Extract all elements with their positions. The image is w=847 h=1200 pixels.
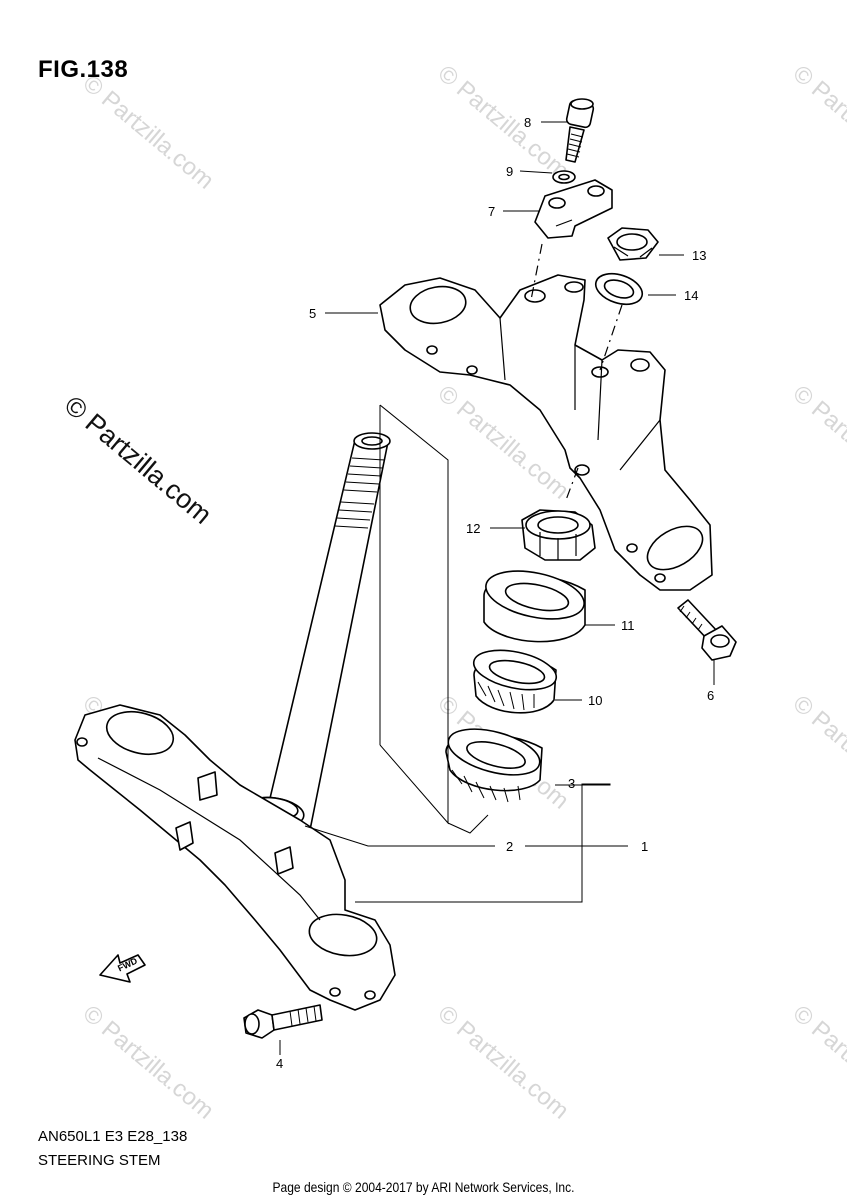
lower-bracket-part-1[interactable]: [74, 704, 396, 1011]
fwd-arrow-icon: FWD: [99, 954, 146, 983]
handlebar-holder-part-7[interactable]: [534, 179, 613, 239]
upper-bracket-part-5[interactable]: [379, 274, 713, 591]
washer-part-14[interactable]: [592, 268, 646, 309]
figure-title: FIG.138: [38, 56, 129, 83]
callout-1: 1: [641, 839, 648, 854]
callout-14: 14: [684, 288, 698, 303]
callout-11: 11: [621, 618, 635, 633]
bolt-part-6[interactable]: [677, 599, 737, 661]
bearing-part-3[interactable]: [443, 721, 544, 803]
bearing-part-10[interactable]: [470, 644, 560, 714]
steering-stem-part-2[interactable]: [242, 432, 391, 833]
callout-5: 5: [309, 306, 316, 321]
washer-part-9[interactable]: [552, 170, 576, 184]
dust-seal-part-11[interactable]: [482, 563, 589, 643]
bolt-part-8[interactable]: [565, 98, 595, 163]
callout-2: 2: [506, 839, 513, 854]
bolt-part-4[interactable]: [243, 1004, 323, 1039]
callout-10: 10: [588, 693, 602, 708]
footer-credit: Page design © 2004-2017 by ARI Network S…: [272, 1179, 575, 1195]
callout-8: 8: [524, 115, 531, 130]
callout-6: 6: [707, 688, 714, 703]
lock-nut-part-12[interactable]: [521, 509, 596, 561]
model-code: AN650L1 E3 E28_138: [38, 1128, 188, 1145]
nut-part-13[interactable]: [607, 227, 659, 261]
callout-12: 12: [466, 521, 480, 536]
callout-13: 13: [692, 248, 706, 263]
callout-3: 3: [568, 776, 575, 791]
section-name: STEERING STEM: [38, 1152, 161, 1169]
callout-4: 4: [276, 1056, 283, 1071]
callout-9: 9: [506, 164, 513, 179]
callout-7: 7: [488, 204, 495, 219]
